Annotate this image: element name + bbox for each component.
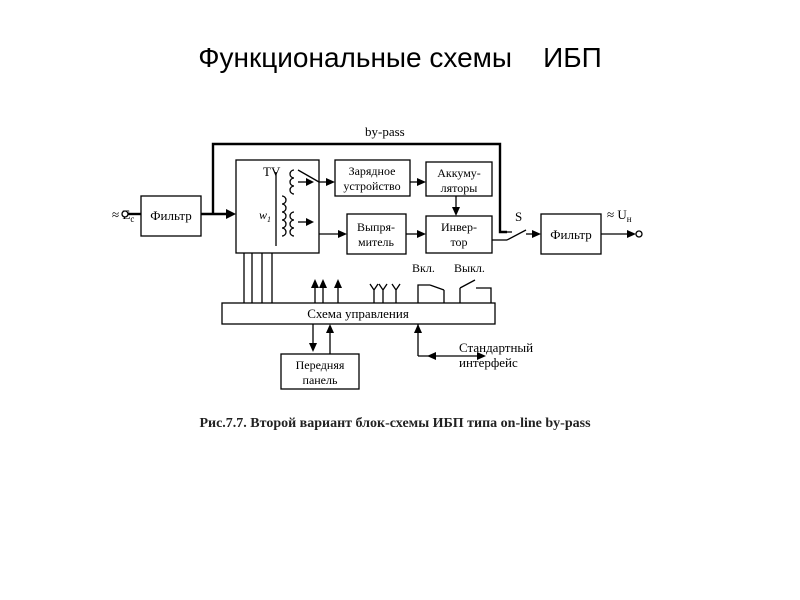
arrow	[319, 279, 327, 288]
charger-label-line1: Зарядное	[349, 164, 396, 178]
arrow	[627, 230, 636, 238]
arrow	[311, 279, 319, 288]
interface-label-line2: интерфейс	[459, 355, 518, 370]
rectifier-label-line2: митель	[358, 235, 395, 249]
battery-block	[425, 161, 493, 197]
arrow	[417, 230, 426, 238]
arrow	[532, 230, 541, 238]
arrow	[417, 178, 426, 186]
arrow	[306, 218, 314, 226]
front-panel-block	[280, 353, 360, 390]
rectifier-label-line1: Выпря-	[357, 220, 395, 234]
arrow	[338, 230, 347, 238]
rectifier-block	[346, 213, 407, 255]
off-switch	[459, 279, 492, 303]
primary-winding	[281, 195, 287, 237]
on-switch	[417, 284, 445, 303]
charger-block	[334, 159, 411, 197]
transformer-label: TV	[263, 164, 281, 179]
output-filter-label: Фильтр	[550, 227, 592, 242]
output-label: ≈ Uн	[607, 207, 632, 224]
arrow	[427, 352, 436, 360]
arrow	[326, 178, 335, 186]
input-filter-label: Фильтр	[150, 208, 192, 223]
input-terminal	[121, 210, 129, 218]
interface-label-line1: Стандартный	[459, 340, 533, 355]
arrow	[226, 209, 236, 219]
slide-title: Функциональные схемы ИБП	[198, 42, 602, 73]
figure-caption: Рис.7.7. Второй вариант блок-схемы ИБП т…	[199, 416, 591, 431]
switch-blade	[506, 229, 527, 241]
output-terminal	[635, 230, 643, 238]
control-block	[221, 302, 496, 325]
control-label: Схема управления	[307, 306, 409, 321]
inverter-label-line2: тор	[450, 235, 467, 249]
battery-label-line1: Аккуму-	[437, 166, 481, 180]
arrow	[414, 324, 422, 333]
front-panel-label-line1: Передняя	[296, 358, 345, 372]
inverter-block	[425, 215, 493, 254]
secondary-winding-bottom	[289, 211, 295, 237]
sensor-input-line	[369, 283, 379, 303]
front-panel-label-line2: панель	[303, 373, 338, 387]
switch-label: S	[515, 209, 522, 224]
sensor-input-line	[378, 283, 388, 303]
arrow	[306, 178, 314, 186]
arrow	[334, 279, 342, 288]
output-filter-block	[540, 213, 602, 255]
bypass-line	[211, 142, 507, 234]
arrow	[309, 343, 317, 352]
arrow	[326, 324, 334, 333]
bypass-label: by-pass	[365, 124, 405, 139]
on-switch-label: Вкл.	[412, 261, 435, 275]
arrow	[477, 352, 486, 360]
off-switch-label: Выкл.	[454, 261, 485, 275]
inverter-label-line1: Инвер-	[441, 220, 477, 234]
arrow	[452, 207, 460, 216]
charger-label-line2: устройство	[343, 179, 400, 193]
secondary-winding-top	[289, 169, 295, 195]
transformer-block	[235, 159, 320, 254]
winding-label: w1	[259, 208, 271, 224]
sensor-input-line	[391, 283, 401, 303]
input-filter-block	[140, 195, 202, 237]
battery-label-line2: ляторы	[441, 181, 478, 195]
tap-line	[297, 169, 320, 183]
